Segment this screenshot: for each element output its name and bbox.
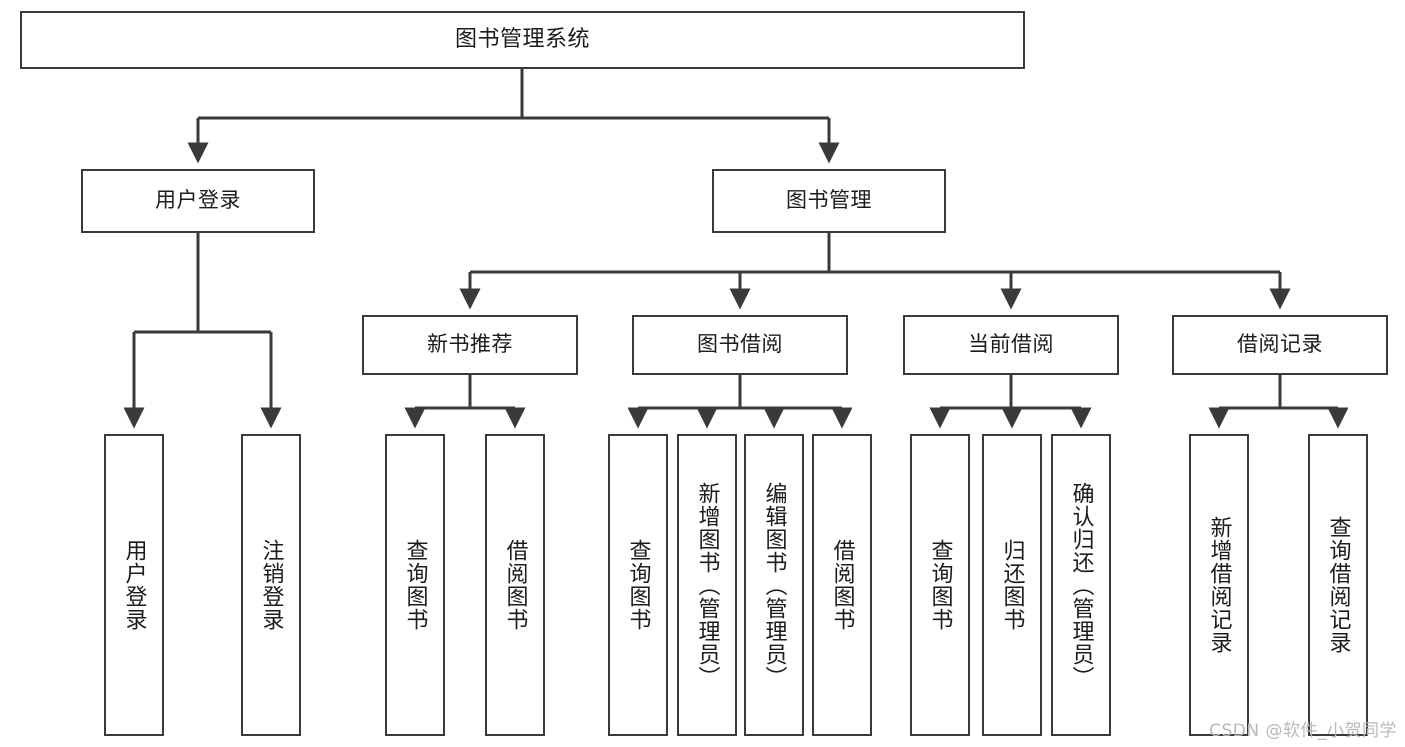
node-book-borrow[interactable]: 图书借阅 xyxy=(632,315,848,375)
node-leaf-confirm-return-label: 确认归还（管理员） xyxy=(1068,481,1094,689)
node-leaf-edit-book-label: 编辑图书（管理员） xyxy=(761,481,787,689)
node-leaf-add-book[interactable]: 新增图书（管理员） xyxy=(677,434,737,736)
node-borrow-record[interactable]: 借阅记录 xyxy=(1172,315,1388,375)
node-leaf-edit-book[interactable]: 编辑图书（管理员） xyxy=(744,434,804,736)
node-root-label: 图书管理系统 xyxy=(454,26,590,52)
node-leaf-add-record-label: 新增借阅记录 xyxy=(1206,516,1232,654)
node-new-book-recommend-label: 新书推荐 xyxy=(427,332,513,357)
node-book-manage-label: 图书管理 xyxy=(786,188,872,213)
node-leaf-logout[interactable]: 注销登录 xyxy=(241,434,301,736)
node-leaf-query-record-label: 查询借阅记录 xyxy=(1325,516,1351,654)
node-leaf-user-login-label: 用户登录 xyxy=(121,539,147,631)
csdn-watermark: CSDN @软件_小贺同学 xyxy=(1209,721,1397,741)
node-leaf-user-login[interactable]: 用户登录 xyxy=(104,434,164,736)
node-leaf-borrow-book-1[interactable]: 借阅图书 xyxy=(485,434,545,736)
node-leaf-query-book-2[interactable]: 查询图书 xyxy=(608,434,668,736)
node-book-borrow-label: 图书借阅 xyxy=(697,332,783,357)
node-leaf-query-book-3[interactable]: 查询图书 xyxy=(910,434,970,736)
node-leaf-return-book-label: 归还图书 xyxy=(999,539,1025,631)
node-leaf-query-book-1[interactable]: 查询图书 xyxy=(385,434,445,736)
node-borrow-record-label: 借阅记录 xyxy=(1237,332,1323,357)
node-leaf-borrow-book-2[interactable]: 借阅图书 xyxy=(812,434,872,736)
node-leaf-query-book-3-label: 查询图书 xyxy=(927,539,953,631)
node-leaf-borrow-book-2-label: 借阅图书 xyxy=(829,539,855,631)
node-leaf-logout-label: 注销登录 xyxy=(258,539,284,631)
node-root[interactable]: 图书管理系统 xyxy=(20,11,1025,69)
node-leaf-add-book-label: 新增图书（管理员） xyxy=(694,481,720,689)
node-leaf-query-book-2-label: 查询图书 xyxy=(625,539,651,631)
node-current-borrow-label: 当前借阅 xyxy=(968,332,1054,357)
node-leaf-add-record[interactable]: 新增借阅记录 xyxy=(1189,434,1249,736)
node-leaf-return-book[interactable]: 归还图书 xyxy=(982,434,1042,736)
node-leaf-query-book-1-label: 查询图书 xyxy=(402,539,428,631)
node-leaf-confirm-return[interactable]: 确认归还（管理员） xyxy=(1051,434,1111,736)
node-new-book-recommend[interactable]: 新书推荐 xyxy=(362,315,578,375)
node-user-login-label: 用户登录 xyxy=(155,188,241,213)
node-current-borrow[interactable]: 当前借阅 xyxy=(903,315,1119,375)
node-leaf-borrow-book-1-label: 借阅图书 xyxy=(502,539,528,631)
node-book-manage[interactable]: 图书管理 xyxy=(712,169,946,233)
node-leaf-query-record[interactable]: 查询借阅记录 xyxy=(1308,434,1368,736)
node-user-login[interactable]: 用户登录 xyxy=(81,169,315,233)
